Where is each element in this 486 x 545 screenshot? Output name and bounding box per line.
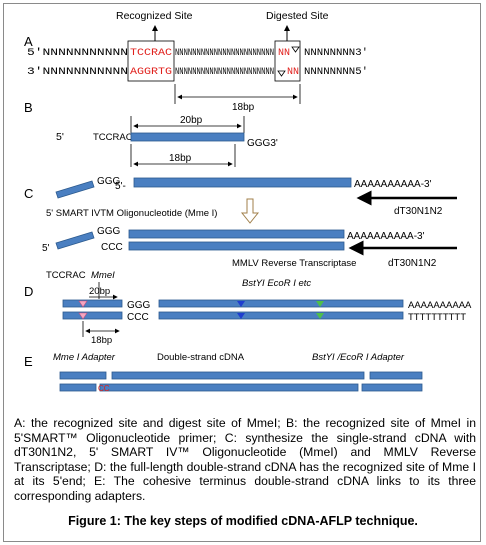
digested-site-label: Digested Site bbox=[266, 10, 329, 22]
c-five-prime-2: 5' bbox=[42, 243, 50, 254]
panel-a-label: A bbox=[24, 34, 33, 49]
e-ds-cdna: Double-strand cDNA bbox=[157, 352, 245, 363]
c-poly-a: AAAAAAAAAA-3' bbox=[354, 179, 432, 190]
bottom-strand-suffix: NNNNNNNN5' bbox=[304, 66, 368, 78]
d-poly-t: TTTTTTTTTT bbox=[408, 312, 466, 323]
figure-frame: A Recognized Site Digested Site 5'NNNNNN… bbox=[3, 3, 481, 542]
d-ecori-marker-bottom-icon bbox=[316, 313, 324, 319]
bottom-strand-prefix: 3'NNNNNNNNNNN bbox=[27, 66, 128, 78]
top-strand-prefix: 5'NNNNNNNNNNN bbox=[27, 47, 128, 59]
bottom-strand-middle: NNNNNNNNNNNNNNNNNNNNNNN bbox=[175, 67, 274, 78]
panel-c-label: C bbox=[24, 186, 33, 201]
figure-caption: A: the recognized site and digest site o… bbox=[14, 416, 476, 504]
d-left-top-bar bbox=[62, 299, 123, 308]
b-three-prime-tail: GGG3' bbox=[247, 138, 278, 149]
top-strand-middle: NNNNNNNNNNNNNNNNNNNNNNN bbox=[175, 48, 274, 59]
d-enzyme: MmeI bbox=[91, 270, 115, 281]
e-mme-adapter: Mme I Adapter bbox=[53, 352, 116, 363]
c-oligo-caption: 5' SMART IVTM Oligonucleotide (Mme I) bbox=[46, 208, 217, 219]
d-mmei-marker-top-icon bbox=[78, 300, 88, 308]
panel-e-label: E bbox=[24, 354, 33, 369]
e-adapter-right-bottom bbox=[361, 383, 423, 392]
c-oligo-bar bbox=[55, 180, 95, 199]
c-ggg-2: GGG bbox=[97, 226, 121, 237]
c-five-prime: 5'- bbox=[115, 181, 126, 192]
bottom-strand-cut: NN bbox=[287, 67, 299, 78]
top-strand-cut: NN bbox=[278, 48, 290, 59]
c-ccc: CCC bbox=[101, 242, 123, 253]
c-primer-dt: dT30N1N2 bbox=[394, 206, 443, 217]
d-right-top-bar bbox=[158, 299, 404, 308]
e-cdna-top bbox=[111, 371, 365, 380]
b-site: TCCRAC bbox=[93, 132, 133, 143]
c-primer-dt-2: dT30N1N2 bbox=[388, 258, 437, 269]
diagram: A Recognized Site Digested Site 5'NNNNNN… bbox=[24, 10, 472, 393]
digested-site-box bbox=[274, 40, 301, 82]
top-strand-suffix: NNNNNNNN3' bbox=[304, 47, 368, 59]
bottom-strand-site: AGGRTG bbox=[130, 67, 172, 78]
e-adapter-left-bottom bbox=[59, 383, 97, 392]
d-bstyi-marker-top-icon bbox=[237, 301, 245, 307]
c-mrna-bar-2 bbox=[128, 229, 345, 239]
b-top-distance-label: 20bp bbox=[180, 115, 203, 126]
panel-b-label: B bbox=[24, 100, 33, 115]
a-distance-label: 18bp bbox=[232, 102, 255, 113]
top-strand-site: TCCRAC bbox=[130, 48, 172, 59]
d-left-bottom-bar bbox=[62, 311, 123, 320]
d-right-bottom-bar bbox=[158, 311, 404, 320]
d-ggg: GGG bbox=[127, 300, 151, 311]
c-oligo-bar-2 bbox=[55, 231, 95, 250]
d-enzymes-label: BstYI EcoR I etc bbox=[242, 278, 311, 289]
d-ecori-marker-top-icon bbox=[316, 301, 324, 307]
e-adapter-left-top bbox=[59, 371, 107, 380]
e-adapter-right-top bbox=[369, 371, 423, 380]
c-down-arrow-icon bbox=[240, 198, 260, 224]
e-bstyi-adapter: BstYI /EcoR I Adapter bbox=[312, 352, 405, 363]
d-site: TCCRAC bbox=[46, 270, 86, 281]
b-five-prime: 5' bbox=[56, 131, 64, 143]
d-mmei-marker-bottom-icon bbox=[78, 312, 88, 320]
d-bstyi-marker-bottom-icon bbox=[237, 313, 245, 319]
d-poly-a: AAAAAAAAAA bbox=[408, 300, 472, 311]
panel-d-label: D bbox=[24, 284, 33, 299]
recognized-site-label: Recognized Site bbox=[116, 10, 193, 22]
c-rt-label: MMLV Reverse Transcriptase bbox=[232, 258, 356, 269]
bottom-cut-marker-icon bbox=[277, 70, 286, 77]
e-overhang: CC bbox=[98, 384, 110, 393]
caption-text: A: the recognized site and digest site o… bbox=[14, 416, 476, 503]
c-cdna-bar bbox=[128, 241, 345, 251]
d-top-distance-label: 20bp bbox=[89, 286, 110, 297]
top-cut-marker-icon bbox=[291, 46, 300, 53]
b-bottom-distance-label: 18bp bbox=[169, 153, 192, 164]
recognized-site-box bbox=[127, 40, 175, 82]
d-ccc: CCC bbox=[127, 312, 149, 323]
figure-title: Figure 1: The key steps of modified cDNA… bbox=[68, 514, 418, 528]
d-bottom-distance-label: 18bp bbox=[91, 335, 112, 346]
c-mrna-bar bbox=[133, 177, 352, 188]
b-oligo-bar bbox=[130, 132, 245, 142]
c-poly-a-2: AAAAAAAAAA-3' bbox=[347, 231, 425, 242]
e-cdna-bottom bbox=[99, 383, 359, 392]
c-ggg: GGG bbox=[97, 176, 121, 187]
